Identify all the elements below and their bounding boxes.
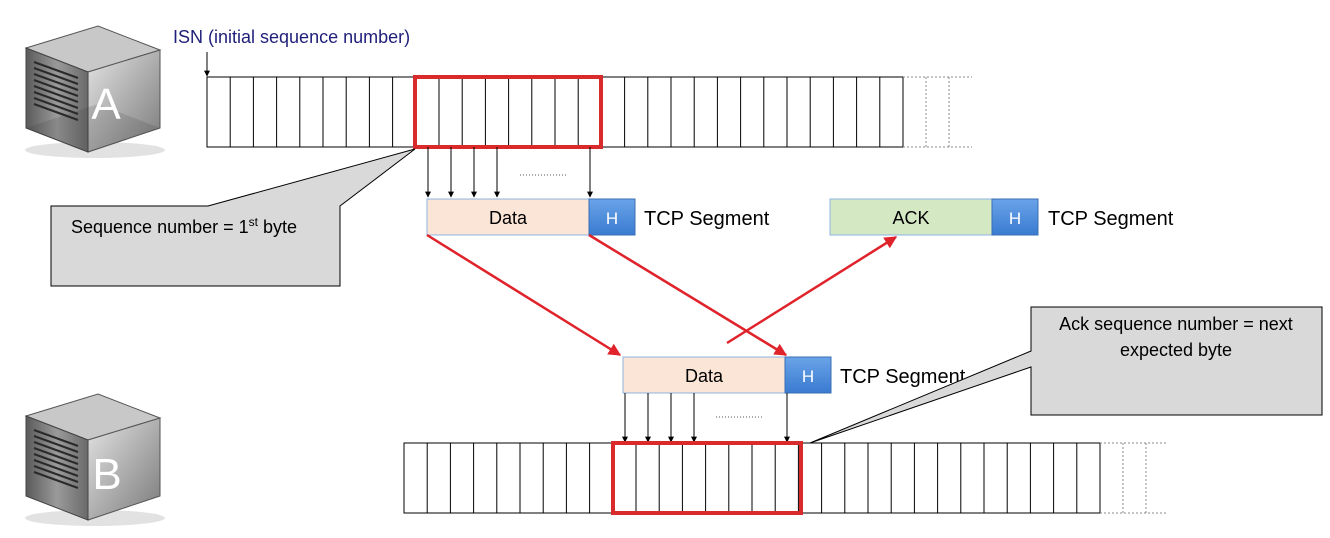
sent-header-label: H — [606, 209, 618, 228]
sent-data-segment — [426, 198, 636, 236]
sequence-number-callout — [50, 148, 416, 287]
ack-number-callout — [809, 306, 1323, 444]
isn-label: ISN (initial sequence number) — [173, 27, 410, 47]
transmission-arrows — [426, 233, 898, 357]
byte-stream-b — [403, 442, 1168, 514]
ack-segment-caption: TCP Segment — [1048, 208, 1174, 230]
byte-stream-a — [206, 76, 972, 148]
sent-segment-caption: TCP Segment — [644, 208, 770, 230]
bytes-to-segment-arrows — [425, 147, 593, 198]
server-a-label: A — [91, 80, 121, 129]
received-data-segment — [622, 356, 832, 394]
ack-label: ACK — [892, 208, 929, 228]
sent-bytes-highlight — [413, 75, 603, 149]
received-header-label: H — [802, 367, 814, 386]
received-bytes-highlight — [611, 441, 803, 515]
ack-segment — [829, 198, 1039, 236]
server-b-icon — [24, 393, 165, 526]
server-a-icon — [24, 25, 165, 158]
sequence-number-text: Sequence number = 1st byte — [71, 215, 297, 237]
ack-callout-line-2: expected byte — [1120, 340, 1232, 360]
segment-to-bytes-arrows — [622, 393, 790, 443]
received-data-label: Data — [685, 366, 724, 386]
sent-data-label: Data — [489, 208, 528, 228]
server-b-label: B — [92, 450, 121, 499]
ack-header-label: H — [1009, 209, 1021, 228]
ack-callout-line-1: Ack sequence number = next — [1059, 314, 1293, 334]
received-segment-caption: TCP Segment — [840, 366, 966, 388]
